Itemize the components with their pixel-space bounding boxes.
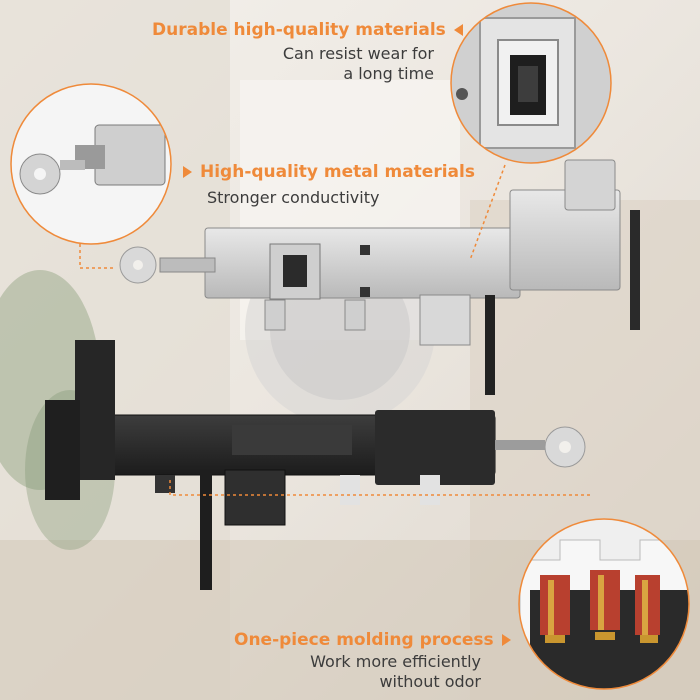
callout-desc-line: Work more efficiently [310, 652, 481, 671]
detail-circle-socket [450, 2, 612, 164]
callout-desc-line: without odor [379, 672, 481, 691]
callout-durable: Durable high-quality materials Can resis… [152, 20, 463, 84]
callout-desc-line: Stronger conductivity [207, 188, 380, 207]
callout-title: One-piece molding process [234, 630, 494, 650]
callout-title: Durable high-quality materials [152, 20, 446, 40]
arrow-right-icon [183, 166, 192, 178]
arrow-right-icon [501, 634, 511, 646]
detail-circle-metal-key [10, 83, 172, 245]
grey-door-latch [119, 159, 640, 395]
callout-desc-line: Can resist wear for [282, 44, 434, 63]
black-door-latch [45, 340, 586, 590]
callout-desc-line: a long time [343, 64, 434, 83]
detail-circle-contacts [518, 518, 690, 690]
callout-molding: One-piece molding process Work more effi… [234, 630, 511, 692]
callout-metal: High-quality metal materials Stronger co… [183, 162, 475, 208]
arrow-left-icon [453, 24, 463, 36]
callout-title: High-quality metal materials [200, 162, 475, 182]
